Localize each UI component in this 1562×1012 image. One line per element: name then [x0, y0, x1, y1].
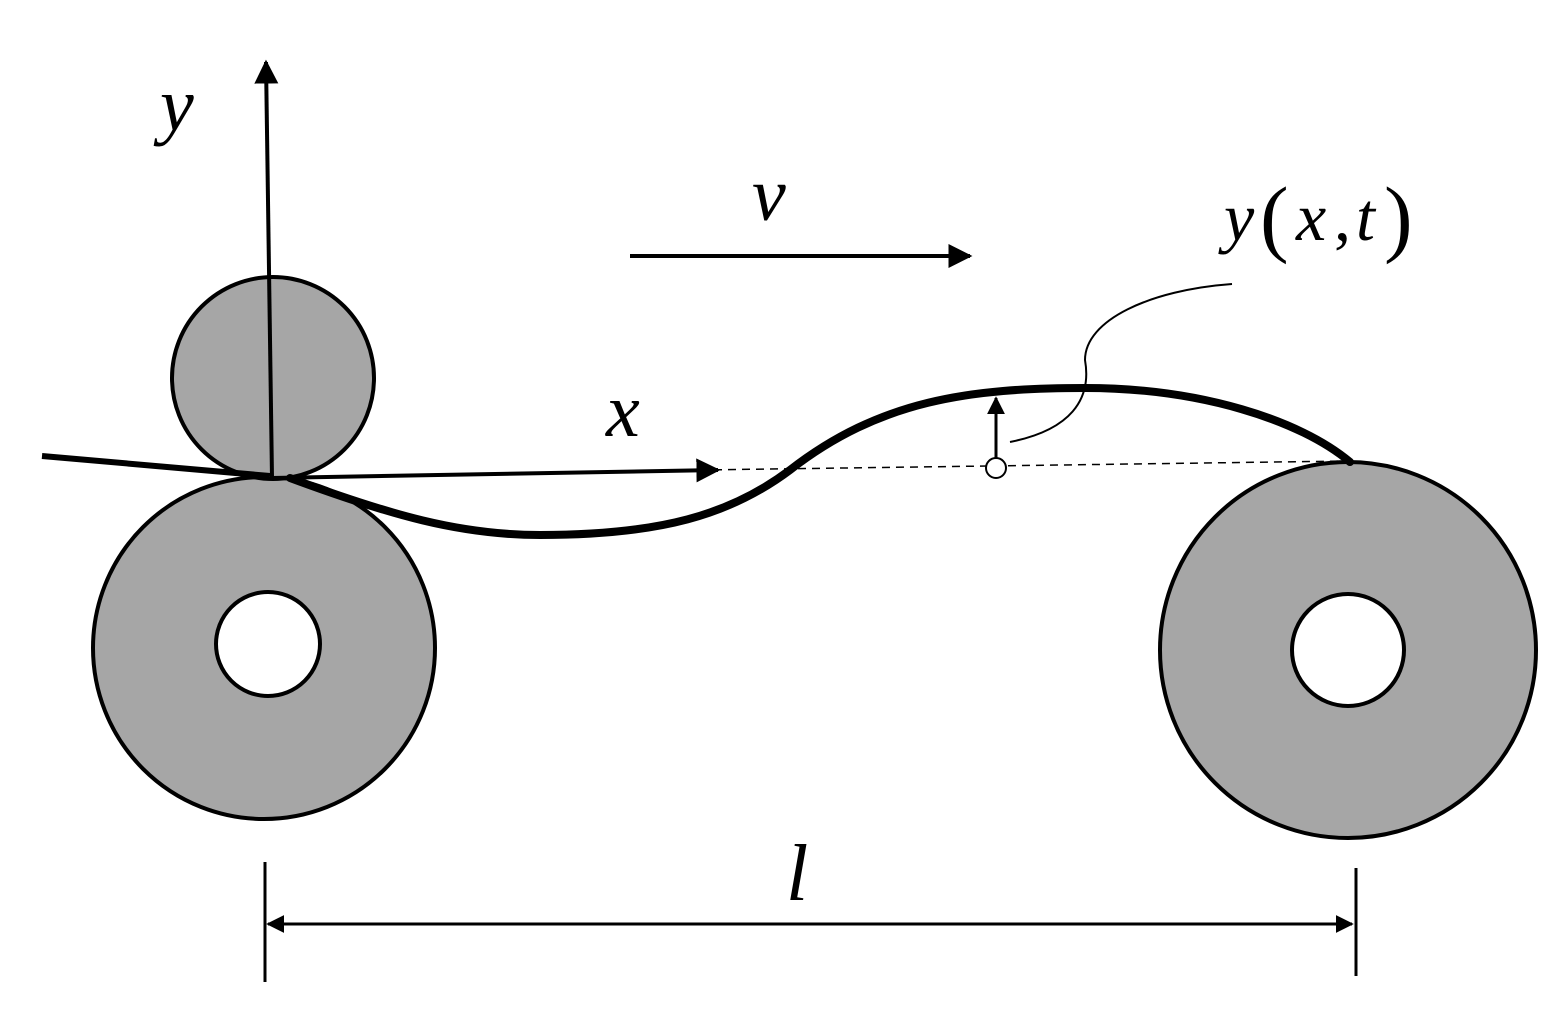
span-length-label: l [786, 830, 808, 918]
velocity-label: v [752, 153, 786, 237]
displacement-comma: , [1334, 179, 1351, 255]
deflected-belt [286, 383, 1354, 540]
y-axis-arrow [254, 59, 279, 479]
right-roller-hub [1290, 592, 1406, 708]
displacement-label: y ( x , t ) [1218, 169, 1413, 265]
reference-point [985, 457, 1007, 479]
displacement-arg-x: x [1295, 179, 1326, 255]
left-lower-roller-hub [214, 590, 322, 698]
left-lower-roller [91, 475, 437, 821]
displacement-func-symbol: y [1218, 179, 1255, 255]
displacement-arg-t: t [1356, 179, 1377, 255]
equilibrium-dashed-line [699, 460, 1349, 471]
displacement-paren-open: ( [1260, 169, 1289, 265]
x-axis-label: x [605, 369, 640, 453]
right-roller [1158, 460, 1538, 840]
displacement-paren-close: ) [1384, 169, 1413, 265]
y-axis-label: y [153, 63, 194, 147]
incoming-belt [41, 453, 271, 479]
x-axis-arrow [271, 458, 721, 483]
displacement-leader-line [1009, 283, 1233, 443]
